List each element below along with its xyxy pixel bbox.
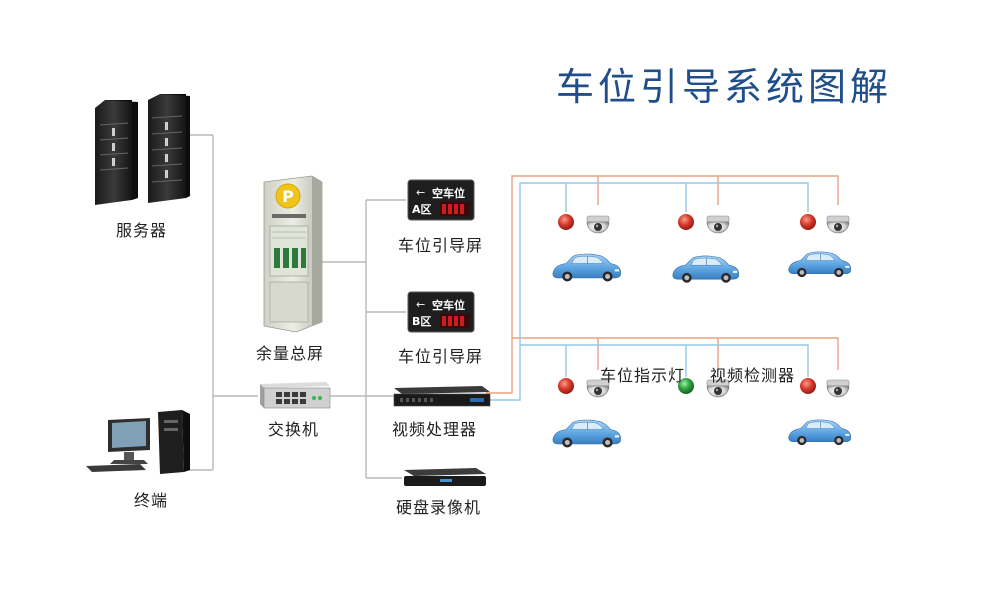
dome-camera-icon — [826, 379, 850, 398]
nvr-label: 硬盘录像机 — [396, 498, 482, 517]
dome-camera-icon — [826, 215, 850, 234]
guide-screen-a-label: 车位引导屏 — [398, 236, 484, 255]
indicator-light-label: 车位指示灯 — [600, 366, 686, 385]
kiosk-logo: P — [282, 187, 294, 206]
sign-b-text: 空车位 — [432, 298, 465, 312]
video-processor-icon — [393, 386, 491, 407]
led-sign-icon-b: ← 空车位 B区 — [407, 291, 475, 333]
sign-a-zone: A区 — [412, 203, 432, 216]
switch-label: 交换机 — [268, 420, 320, 439]
indicator-light-icon — [678, 378, 694, 394]
total-screen-label: 余量总屏 — [256, 344, 325, 363]
indicator-lights — [558, 214, 816, 394]
dome-camera-icon — [586, 215, 610, 234]
nvr-icon — [404, 468, 486, 486]
sign-b-arrow: ← — [416, 298, 425, 311]
switch-icon — [260, 382, 331, 409]
car-icon — [552, 419, 621, 448]
indicator-light-icon — [558, 378, 574, 394]
sign-a-text: 空车位 — [432, 186, 465, 200]
car-icon — [788, 251, 852, 278]
dome-camera-icon — [706, 215, 730, 234]
led-sign-icon-a: ← 空车位 A区 — [407, 179, 475, 221]
server-icon — [95, 94, 190, 205]
indicator-light-icon — [558, 214, 574, 230]
indicator-light-icon — [800, 378, 816, 394]
page-title: 车位引导系统图解 — [556, 65, 893, 109]
indicator-light-icon — [800, 214, 816, 230]
indicator-light-icon — [678, 214, 694, 230]
sign-a-arrow: ← — [416, 186, 425, 199]
parking-kiosk-icon: P — [263, 175, 323, 333]
video-detector-label: 视频检测器 — [710, 366, 796, 385]
car-icon — [788, 419, 852, 446]
car-icon — [672, 255, 739, 284]
video-processor-label: 视频处理器 — [392, 420, 478, 439]
terminal-label: 终端 — [134, 491, 169, 510]
computer-icon — [86, 410, 190, 474]
guide-screen-b-label: 车位引导屏 — [398, 347, 484, 366]
server-label: 服务器 — [116, 221, 168, 240]
car-icon — [552, 253, 621, 282]
sign-b-zone: B区 — [412, 315, 431, 328]
